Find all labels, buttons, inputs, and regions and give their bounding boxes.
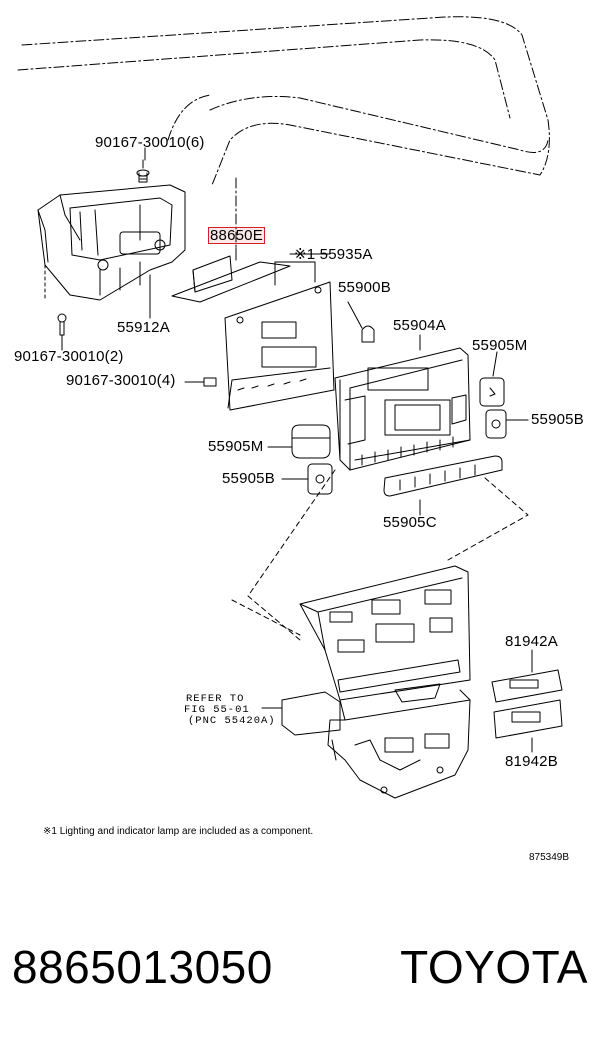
parts-diagram — [17, 16, 563, 799]
callout-highlight-part: 88650E — [208, 227, 265, 244]
bulb-icon — [347, 301, 375, 343]
callout-screw-mid: 90167-30010(4) — [66, 372, 176, 389]
screw-left-icon — [57, 313, 67, 343]
callout-knob-m-right: 55905M — [472, 337, 528, 354]
circuit-board-icon — [224, 261, 335, 411]
callout-button-strip: 55905C — [383, 514, 437, 531]
knob-m-left-icon — [267, 424, 331, 459]
callout-knob-b-right: 55905B — [531, 411, 584, 428]
button-strip-icon — [383, 455, 529, 561]
knob-m-right-icon — [479, 351, 505, 407]
part-number: 8865013050 — [12, 941, 273, 993]
illustration-code: 875349B — [529, 852, 570, 863]
callout-asterisk-part: ※1 55935A — [294, 246, 373, 263]
callout-control-assy: 55904A — [393, 317, 446, 334]
knob-b-left-icon — [281, 463, 333, 495]
leader-lines — [61, 147, 331, 351]
refer-note-line2: FIG 55-01 — [184, 704, 250, 716]
refer-note-line3: (PNC 55420A) — [188, 715, 276, 727]
bracket-icon — [37, 184, 186, 319]
plate-a-icon — [491, 649, 563, 703]
callout-screw-left: 90167-30010(2) — [14, 348, 124, 365]
callout-plate-b: 81942B — [505, 753, 558, 770]
refer-arrow — [261, 691, 341, 736]
callout-knob-m-left: 55905M — [208, 438, 264, 455]
screw-top-icon — [136, 159, 150, 183]
brand-name: TOYOTA — [400, 941, 588, 993]
dashboard-outline — [17, 16, 550, 251]
callout-bulb: 55900B — [338, 279, 391, 296]
callout-bracket: 55912A — [117, 319, 170, 336]
control-assembly-icon — [334, 334, 471, 471]
center-bezel-icon — [299, 565, 471, 799]
plate-b-icon — [493, 699, 563, 753]
knob-b-right-icon — [485, 409, 529, 439]
screw-mid-icon — [184, 377, 217, 387]
footnote: ※1 Lighting and indicator lamp are inclu… — [43, 826, 314, 837]
callout-plate-a: 81942A — [505, 633, 558, 650]
refer-note-line1: REFER TO — [186, 693, 245, 705]
callout-screw-top: 90167-30010(6) — [95, 134, 205, 151]
callout-knob-b-left: 55905B — [222, 470, 275, 487]
footer: 8865013050 TOYOTA — [0, 940, 600, 1010]
phantom-link — [231, 469, 336, 641]
sub-board-icon — [171, 247, 291, 303]
